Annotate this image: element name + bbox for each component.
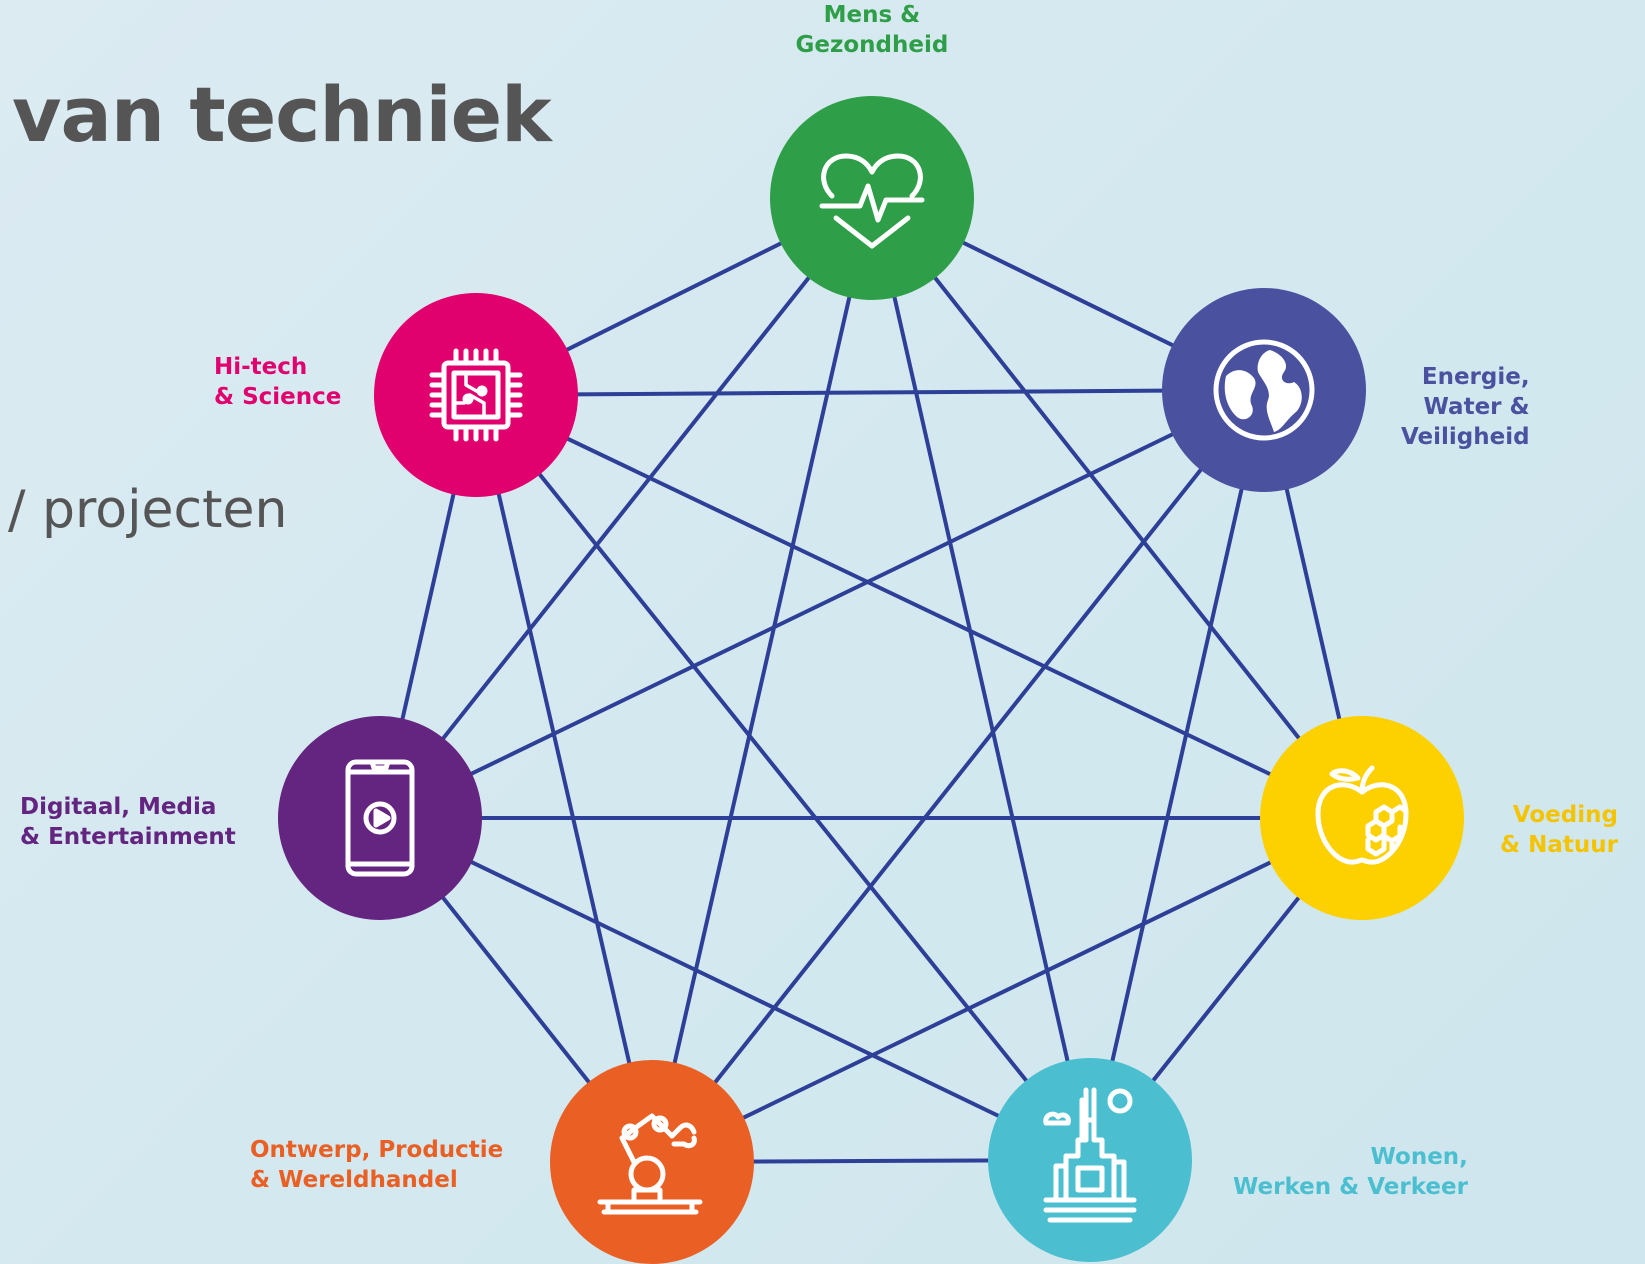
- edge-mens-voeding: [870, 196, 1364, 820]
- chip-icon: [429, 348, 523, 442]
- node-label-line: Hi-tech: [214, 354, 308, 380]
- node-label-energie: Energie, Water & Veiligheid: [1401, 362, 1530, 452]
- edge-energie-ontwerp: [650, 388, 1266, 1164]
- node-label-line: & Wereldhandel: [250, 1167, 458, 1193]
- node-label-line: Voeding: [1512, 802, 1618, 828]
- page-title: van techniek: [12, 70, 552, 159]
- node-label-line: Wonen,: [1370, 1144, 1468, 1170]
- page-subtitle: / projecten: [8, 480, 288, 540]
- node-hitech: [374, 293, 578, 497]
- icons-group: [345, 153, 1409, 1223]
- node-label-ontwerp: Ontwerp, Productie & Wereldhandel: [250, 1135, 503, 1195]
- node-ontwerp: [550, 1060, 754, 1264]
- node-label-line: Werken & Verkeer: [1233, 1174, 1468, 1200]
- node-energie: [1162, 288, 1366, 492]
- edge-energie-digitaal: [379, 388, 1265, 820]
- node-label-voeding: Voeding & Natuur: [1500, 800, 1618, 860]
- edge-mens-ontwerp: [650, 197, 874, 1163]
- node-label-digitaal: Digitaal, Media & Entertainment: [20, 792, 236, 852]
- node-label-wonen: Wonen, Werken & Verkeer: [1233, 1142, 1468, 1202]
- edge-ontwerp-hitech: [474, 394, 654, 1163]
- node-label-mens: Mens & Gezondheid: [796, 0, 949, 60]
- node-wonen: [988, 1058, 1192, 1262]
- node-voeding: [1260, 716, 1464, 920]
- edge-voeding-hitech: [475, 393, 1363, 820]
- robot-arm-icon: [597, 1113, 703, 1215]
- heartbeat-icon: [819, 153, 925, 249]
- node-label-line: & Entertainment: [20, 824, 236, 850]
- node-label-line: Veiligheid: [1401, 424, 1530, 450]
- edge-wonen-digitaal: [379, 816, 1091, 1162]
- globe-icon: [1213, 339, 1315, 441]
- smartphone-icon: [345, 759, 415, 877]
- edge-voeding-ontwerp: [651, 816, 1363, 1164]
- nodes-group: [278, 96, 1464, 1264]
- city-icon: [1043, 1087, 1137, 1223]
- edge-energie-hitech: [475, 388, 1265, 397]
- node-label-line: Water &: [1423, 394, 1530, 420]
- node-label-line: Gezondheid: [795, 32, 949, 58]
- apple-icon: [1315, 765, 1409, 865]
- node-label-line: Digitaal, Media: [20, 794, 217, 820]
- edge-wonen-hitech: [474, 393, 1092, 1162]
- node-label-line: & Natuur: [1500, 832, 1618, 858]
- edge-mens-wonen: [870, 197, 1092, 1161]
- node-label-hitech: Hi-tech & Science: [214, 352, 341, 412]
- edge-energie-wonen: [1088, 389, 1266, 1161]
- edge-mens-digitaal: [378, 196, 874, 820]
- node-label-line: Mens &: [823, 2, 921, 28]
- node-label-line: Energie,: [1421, 364, 1530, 390]
- node-label-line: & Science: [214, 384, 342, 410]
- node-label-line: Ontwerp, Productie: [250, 1137, 504, 1163]
